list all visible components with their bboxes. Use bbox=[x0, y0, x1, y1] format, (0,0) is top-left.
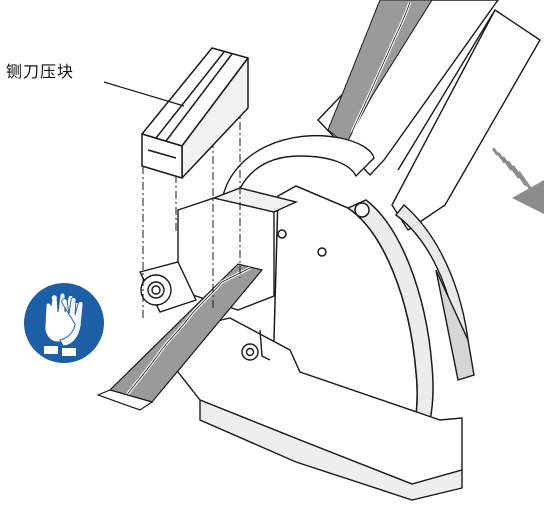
base-block bbox=[177, 317, 463, 501]
lever-strip bbox=[327, 0, 433, 145]
press-block bbox=[141, 47, 249, 179]
alignment-lines bbox=[142, 90, 241, 320]
callout-leader bbox=[103, 81, 185, 107]
cable-strip bbox=[96, 263, 264, 411]
press-block-label: 铡刀压块 bbox=[6, 62, 75, 81]
press-direction-arrow-icon bbox=[491, 147, 544, 214]
wear-gloves-icon bbox=[24, 283, 104, 363]
blade-housing bbox=[221, 134, 475, 381]
